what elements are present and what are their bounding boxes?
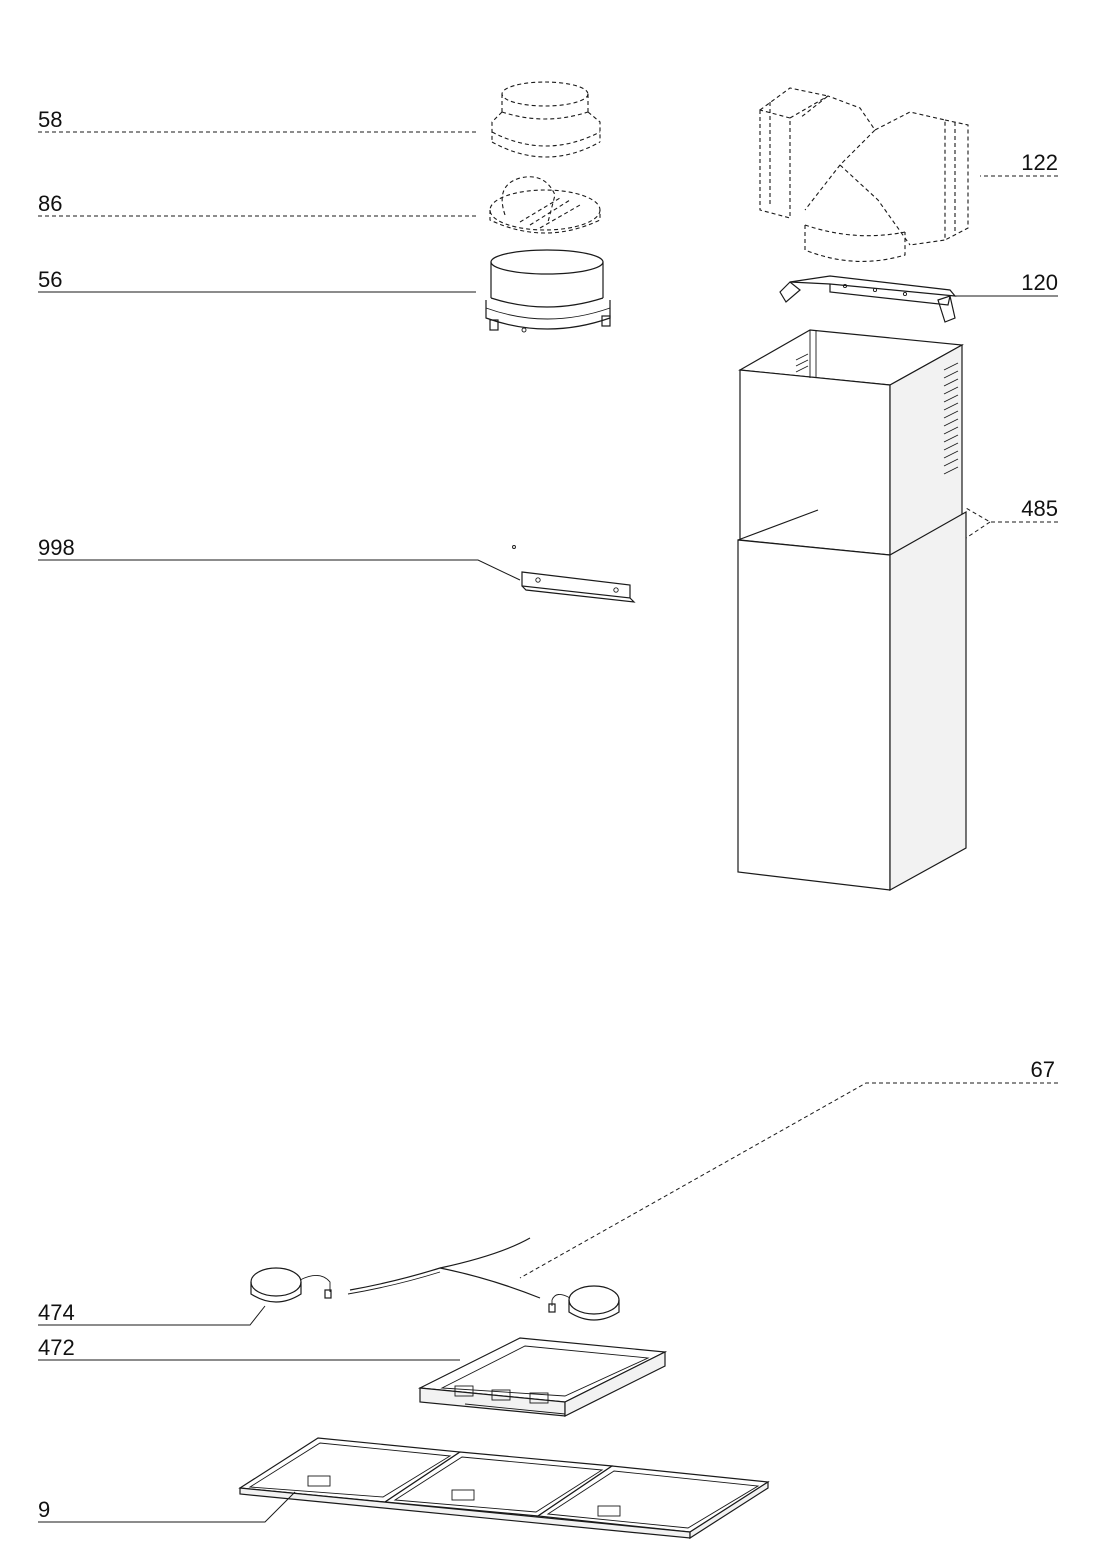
label-67: 67: [1031, 1057, 1055, 1082]
part-56-motor-collar: [485, 249, 611, 333]
part-86-check-valve: [489, 176, 601, 234]
part-67-wiring-harness: [347, 1237, 541, 1299]
leader-lines: [38, 131, 1058, 1523]
part-120-bracket: [779, 275, 957, 323]
part-labels: 58 86 56 122 120 485 998 67 474 472 9: [38, 107, 1058, 1522]
part-58-reducer-collar: [491, 81, 601, 158]
label-56: 56: [38, 267, 62, 292]
part-485-chimney: [737, 329, 967, 892]
label-472: 472: [38, 1335, 75, 1360]
label-9: 9: [38, 1497, 50, 1522]
label-86: 86: [38, 191, 62, 216]
leader-9: [38, 1491, 296, 1523]
part-998-small-bracket: [512, 545, 636, 603]
label-120: 120: [1021, 270, 1058, 295]
part-122-duct-adapter: [759, 87, 969, 262]
leader-998: [38, 559, 521, 581]
part-474-lamp-left: [250, 1267, 332, 1303]
label-58: 58: [38, 107, 62, 132]
label-122: 122: [1021, 150, 1058, 175]
leader-474: [38, 1305, 266, 1326]
leader-485: [965, 507, 1058, 539]
chimney-vent-slots: [795, 353, 959, 475]
part-474-lamp-right: [548, 1285, 620, 1321]
part-9-grease-filters: [238, 1437, 770, 1540]
label-998: 998: [38, 535, 75, 560]
label-485: 485: [1021, 496, 1058, 521]
part-472-frame: [417, 1337, 668, 1417]
leader-67: [519, 1082, 1058, 1279]
label-474: 474: [38, 1300, 75, 1325]
